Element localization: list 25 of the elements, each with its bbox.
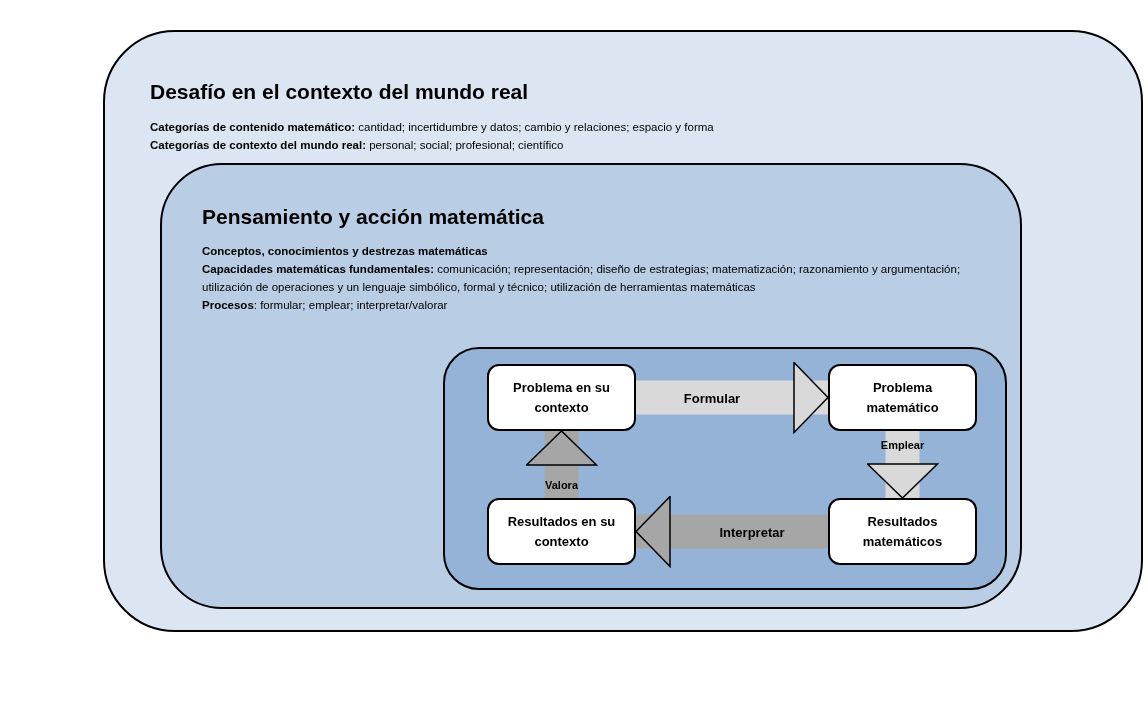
edge-label: Interpretar bbox=[719, 524, 785, 539]
block-arrow bbox=[635, 495, 828, 568]
context-panel bbox=[103, 30, 1143, 632]
capacity-text: Capacidades matemáticas fundamentales: comunicación; representación; diseño de estrategias; matematización; razonamiento y argumentación; utilización de operaciones y un lenguaje simbólico, formal y técnico; utilización de herramientas matemáticas bbox=[202, 262, 962, 295]
process-box bbox=[487, 498, 636, 565]
box-label: Resultados matemáticos bbox=[861, 512, 944, 551]
process-box bbox=[828, 364, 977, 431]
category-text: Categorías de contenido matemático: cantidad; incertidumbre y datos; cambio y relaciones; espacio y forma bbox=[150, 120, 715, 135]
edge-label: Valora bbox=[545, 478, 578, 491]
process-text: Procesos: formular; emplear; interpretar/valorar bbox=[202, 298, 449, 313]
process-box bbox=[828, 498, 977, 565]
block-arrow bbox=[866, 431, 939, 499]
edge-label: Emplear bbox=[880, 438, 925, 451]
box-label: Resultados en su contexto bbox=[506, 512, 617, 551]
block-arrow bbox=[636, 361, 829, 434]
thinking-panel bbox=[160, 163, 1022, 609]
process-box bbox=[487, 364, 636, 431]
box-label: Problema matemático bbox=[865, 378, 940, 417]
concept-text: Conceptos, conocimientos y destrezas matemáticas bbox=[202, 244, 489, 259]
category-text: Categorías de contexto del mundo real: personal; social; profesional; científico bbox=[150, 138, 565, 153]
box-label: Problema en su contexto bbox=[512, 378, 611, 417]
edge-label: Formular bbox=[683, 390, 741, 405]
panel-heading: Desafío en el contexto del mundo real bbox=[150, 80, 529, 104]
panel-heading: Pensamiento y acción matemática bbox=[202, 205, 544, 229]
block-arrow bbox=[525, 430, 598, 498]
